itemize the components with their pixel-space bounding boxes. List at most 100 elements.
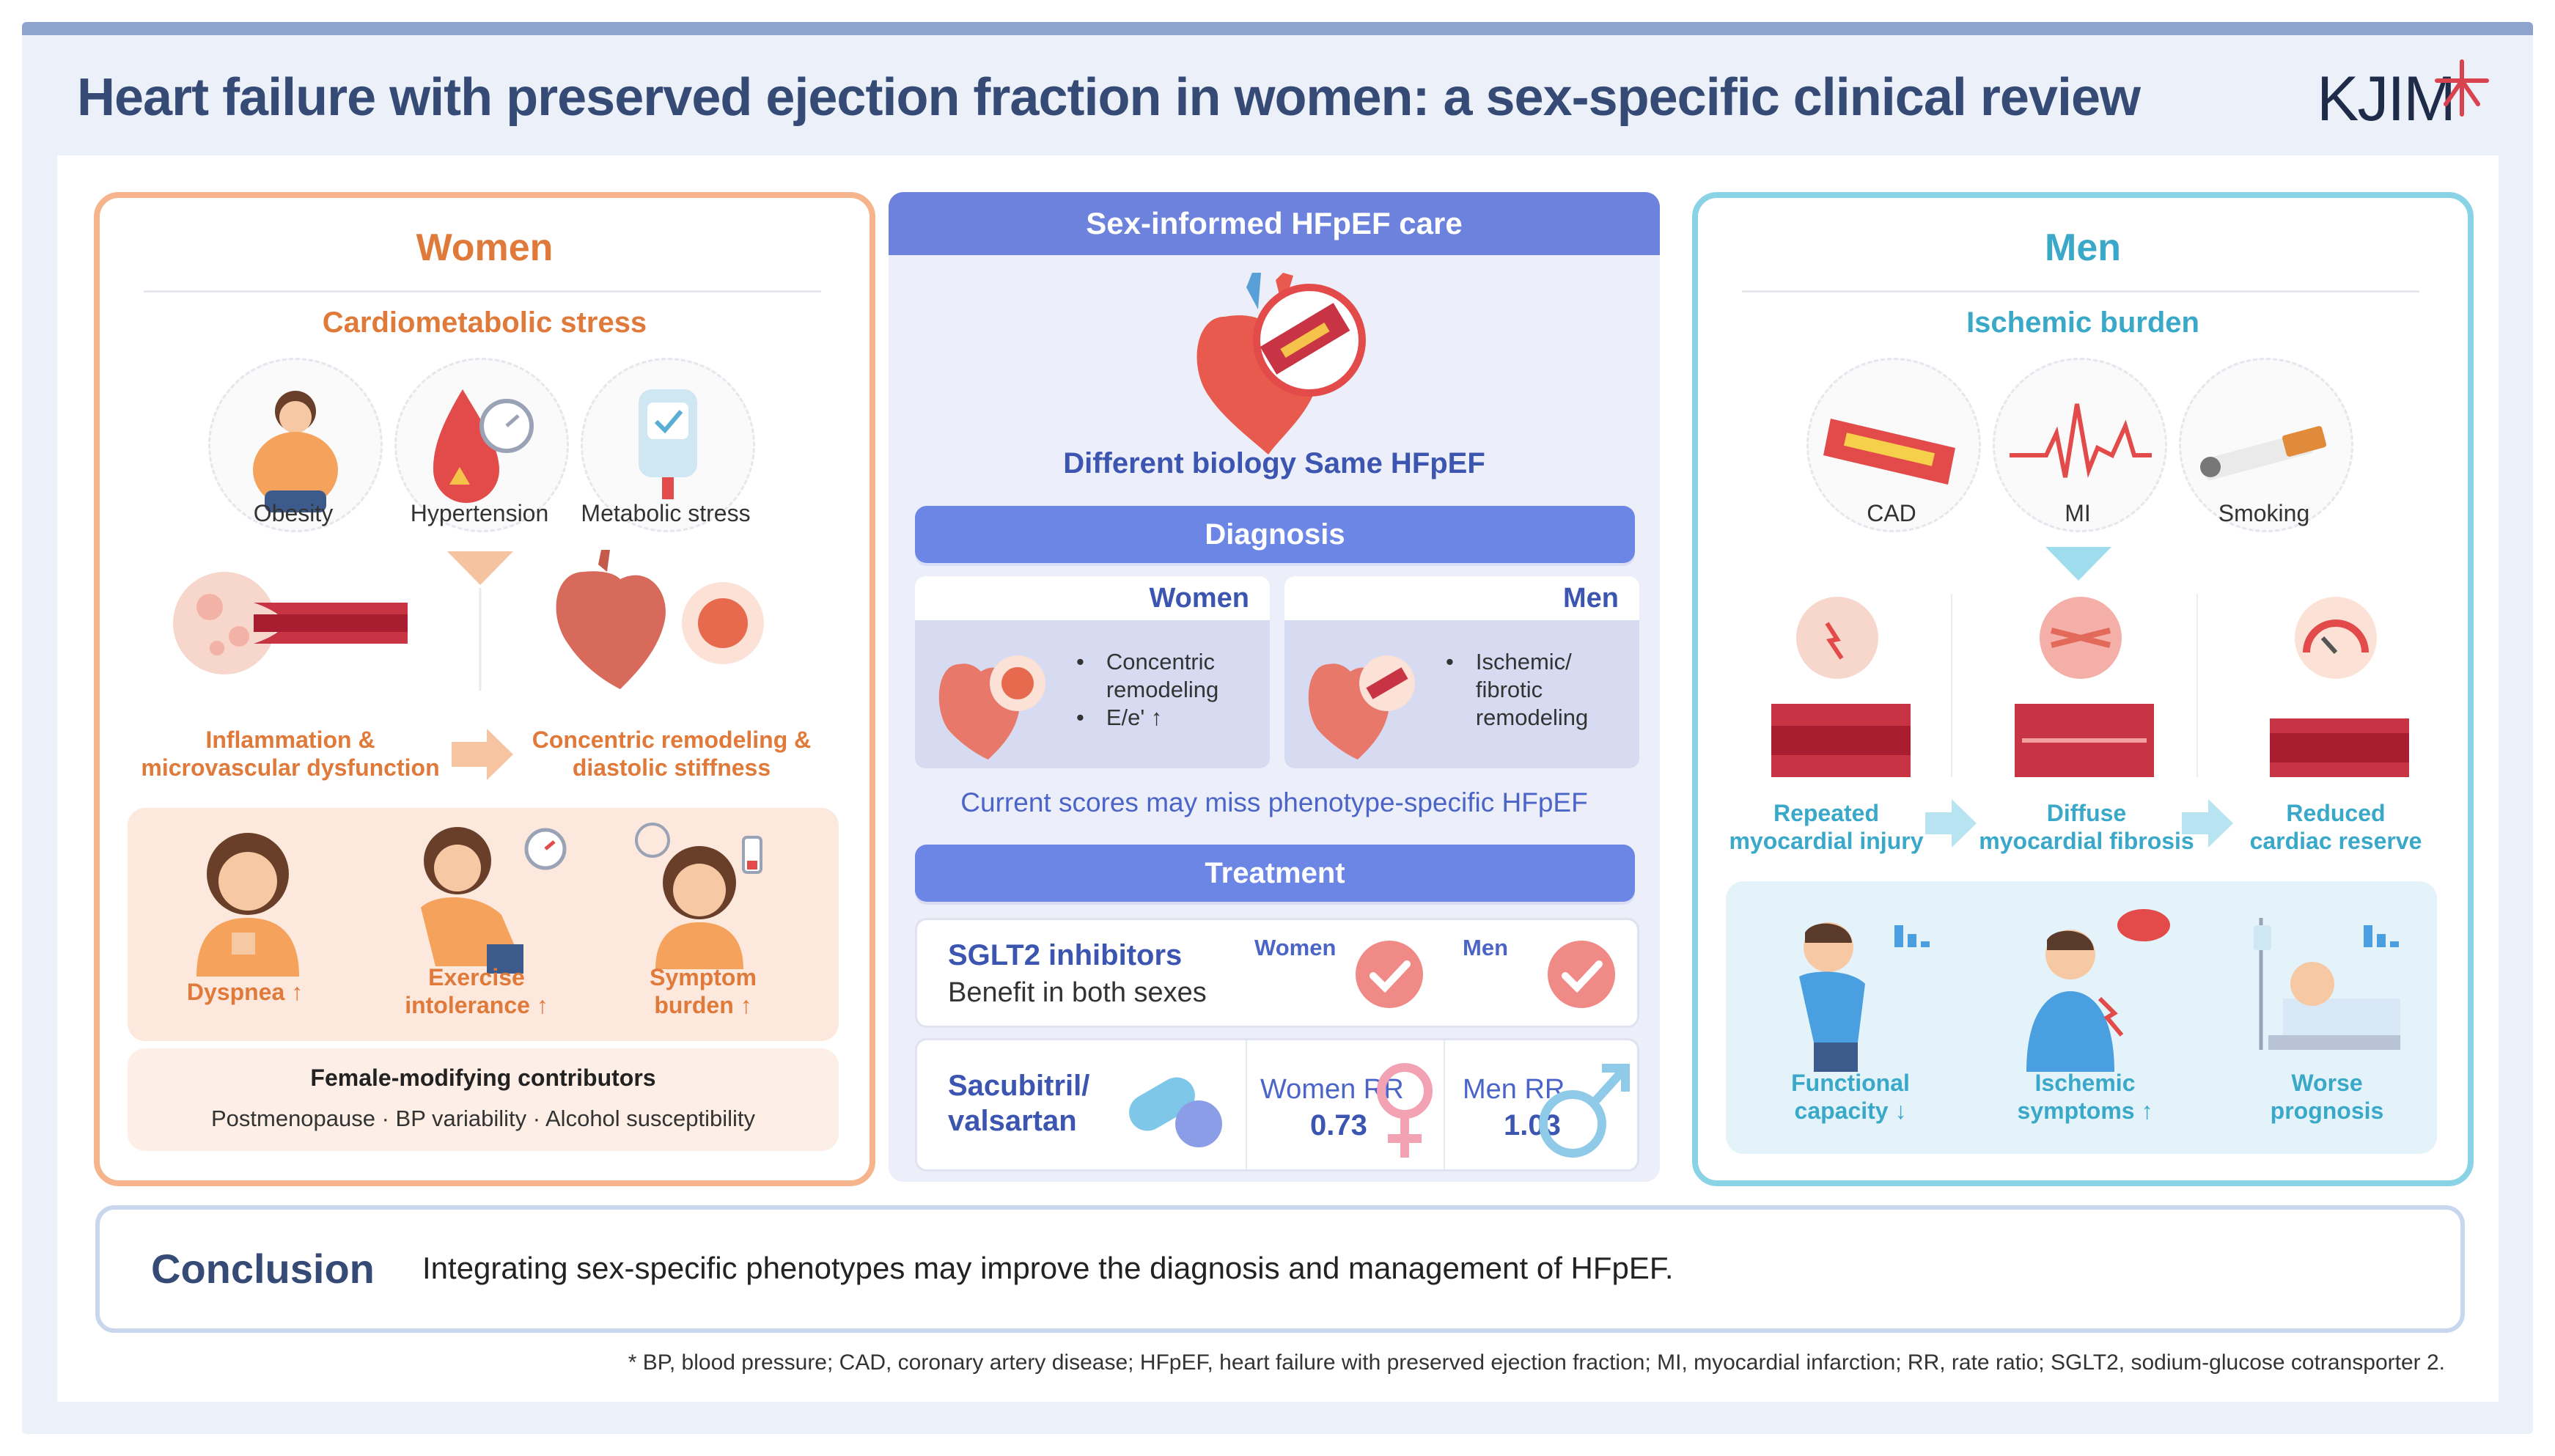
mechanism-inflammation-text: Inflammation & microvascular dysfunction [141, 727, 440, 781]
down-arrow-icon [447, 551, 513, 691]
contributors-box: Female-modifying contributors Postmenopa… [128, 1048, 839, 1151]
mechanism-remodeling-text: Concentric remodeling & diastolic stiffn… [532, 727, 812, 781]
sglt2-row: SGLT2 inhibitors Benefit in both sexes W… [915, 918, 1639, 1028]
artery-plaque-icon [1823, 419, 1955, 485]
symptom-burden: Symptom burden ↑ [597, 963, 809, 1019]
diagnosis-women-bullet-1: Concentric remodeling [1106, 649, 1219, 702]
symptom-burden-text: Symptom burden ↑ [650, 964, 757, 1018]
inflamed-vessel-icon [173, 572, 408, 674]
men-heart-icon [1308, 655, 1415, 760]
diagnosis-note: Current scores may miss phenotype-specif… [960, 787, 1588, 817]
risk-label-mi: MI [2065, 500, 2091, 526]
mi-circle [1993, 358, 2167, 532]
women-panel: Women Cardiometabolic stress Obesity Hyp… [94, 192, 875, 1186]
heart-artery-icon [1196, 273, 1366, 455]
obesity-circle [208, 358, 383, 532]
risk-label-hypertension: Hypertension [410, 500, 549, 526]
outcome-functional-text: Functional capacity ↓ [1791, 1070, 1910, 1124]
diagnosis-men-head: Men [1284, 576, 1639, 620]
men-rr-label: Men RR [1463, 1074, 1565, 1105]
exercise-intolerance-woman-icon [421, 827, 567, 974]
men-outcomes-box: Functional capacity ↓ Ischemic symptoms … [1726, 881, 2437, 1154]
hospital-bed-patient-icon [2254, 918, 2400, 1050]
women-heart-icon [938, 655, 1045, 760]
sglt2-title: SGLT2 inhibitors [948, 939, 1183, 971]
logo-star-icon [2435, 59, 2489, 117]
conclusion-box: Conclusion Integrating sex-specific phen… [95, 1205, 2465, 1333]
footnote: * BP, blood pressure; CAD, coronary arte… [628, 1350, 2445, 1375]
conclusion-label: Conclusion [151, 1246, 375, 1292]
glucose-meter-icon [639, 389, 697, 499]
diagnosis-women-head: Women [915, 576, 1270, 620]
sglt2-men-check-icon [1548, 941, 1615, 1008]
men-subheading: Ischemic burden [1966, 306, 2199, 339]
functional-capacity-man-icon [1799, 922, 1930, 1072]
risk-label-obesity: Obesity [253, 500, 334, 526]
risk-label-metabolic: Metabolic stress [581, 500, 751, 526]
repeated-injury-vessel-icon [1771, 597, 1911, 777]
women-heading: Women [416, 227, 554, 269]
male-symbol-icon [1539, 1064, 1630, 1158]
men-rr-value: 1.03 [1504, 1109, 1561, 1141]
page-title: Heart failure with preserved ejection fr… [77, 68, 2141, 127]
diagnosis-women-bullet-2: E/e' ↑ [1106, 705, 1163, 730]
obesity-icon [253, 391, 338, 512]
women-symptoms-box: Dyspnea ↑ Exercise intolerance ↑ Symptom… [128, 808, 839, 1041]
sglt2-men-label: Men [1463, 935, 1508, 960]
pill-capsule-icon [1129, 1077, 1222, 1147]
reduced-reserve-vessel-icon [2270, 597, 2409, 777]
treatment-pill: Treatment [915, 845, 1635, 902]
diagnosis-pill: Diagnosis [915, 506, 1635, 563]
mechanism-inflammation: Inflammation & microvascular dysfunction [129, 726, 452, 782]
mechanism-fibrosis: Diffuse myocardial fibrosis [1969, 799, 2204, 855]
center-caption: Different biology Same HFpEF [1063, 447, 1485, 479]
symptom-burden-woman-icon [635, 823, 762, 969]
right-arrow-icon [452, 729, 513, 780]
metabolic-circle [581, 358, 755, 532]
outcome-ischemic-text: Ischemic symptoms ↑ [2017, 1070, 2153, 1124]
journal-logo: KJIM [2317, 64, 2456, 134]
sacubitril-title: Sacubitril/ valsartan [948, 1070, 1090, 1137]
men-panel: Men Ischemic burden CAD MI Smoking [1692, 192, 2474, 1186]
women-subheading: Cardiometabolic stress [322, 306, 647, 339]
outcome-worse-prognosis: Worse prognosis [2217, 1069, 2437, 1125]
mechanism-reserve-text: Reduced cardiac reserve [2249, 800, 2422, 854]
diagnosis-men-bullet-1: Ischemic/ fibrotic remodeling [1475, 649, 1589, 730]
symptom-dyspnea-text: Dyspnea ↑ [186, 979, 304, 1005]
right-arrow-icon [2182, 799, 2233, 848]
mechanism-reduced-reserve: Reduced cardiac reserve [2226, 799, 2446, 855]
blood-drop-gauge-icon [433, 389, 534, 503]
smoking-circle [2179, 358, 2353, 532]
sglt2-subtitle: Benefit in both sexes [948, 977, 1207, 1008]
remodeled-heart-icon [556, 550, 764, 689]
conclusion-text: Integrating sex-specific phenotypes may … [422, 1251, 1674, 1285]
sacubitril-row: Sacubitril/ valsartan Women RR 0.73 Men … [915, 1038, 1639, 1172]
fibrosis-vessel-icon [2015, 597, 2154, 777]
dyspnea-woman-icon [196, 833, 299, 977]
symptom-exercise-intolerance: Exercise intolerance ↑ [359, 963, 594, 1019]
symptom-exercise-text: Exercise intolerance ↑ [405, 964, 548, 1018]
risk-label-cad: CAD [1867, 500, 1916, 526]
mechanism-repeated-text: Repeated myocardial injury [1729, 800, 1924, 854]
diagnosis-women-card: Women •Concentric remodeling •E/e' ↑ [915, 576, 1270, 768]
contributors-text: Postmenopause · BP variability · Alcohol… [210, 1106, 756, 1131]
divider [144, 290, 821, 293]
divider [1444, 1040, 1445, 1169]
mechanism-repeated-injury: Repeated myocardial injury [1713, 799, 1940, 855]
cigarette-icon [2200, 426, 2327, 481]
mechanism-fibrosis-text: Diffuse myocardial fibrosis [1979, 800, 2194, 854]
down-arrow-icon [2045, 547, 2111, 581]
divider [2196, 594, 2198, 777]
outcome-prognosis-text: Worse prognosis [2270, 1070, 2384, 1124]
female-symbol-icon [1377, 1063, 1433, 1158]
top-accent-bar [22, 22, 2533, 35]
cad-circle [1806, 358, 1981, 532]
contributors-title: Female-modifying contributors [310, 1065, 656, 1091]
diagnosis-men-bullets: •Ischemic/ fibrotic remodeling [1446, 649, 1589, 730]
ecg-icon [2010, 403, 2152, 478]
sglt2-women-check-icon [1356, 941, 1423, 1008]
mechanism-remodeling: Concentric remodeling & diastolic stiffn… [510, 726, 833, 782]
risk-label-smoking: Smoking [2218, 500, 2310, 526]
diagnosis-men-card: Men •Ischemic/ fibrotic remodeling [1284, 576, 1639, 768]
symptom-dyspnea: Dyspnea ↑ [135, 978, 355, 1006]
